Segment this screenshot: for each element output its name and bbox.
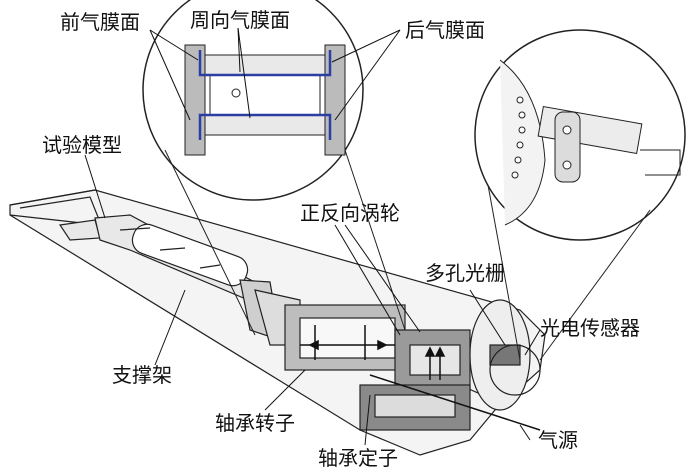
bearing-assembly <box>284 304 471 431</box>
detail-circle-bearing <box>142 0 406 336</box>
label-test-model: 试验模型 <box>42 133 122 157</box>
label-multi-hole-grating: 多孔光栅 <box>425 261 505 285</box>
label-bidirectional-turbine: 正反向涡轮 <box>300 201 400 225</box>
detail-circle-sensor <box>474 29 686 361</box>
label-photoelectric-sensor: 光电传感器 <box>540 316 640 340</box>
support-frame <box>58 214 301 346</box>
airflow-arrows <box>300 325 446 380</box>
label-bearing-rotor: 轴承转子 <box>215 411 295 435</box>
label-circumferential-membrane: 周向气膜面 <box>190 8 290 32</box>
label-front-membrane: 前气膜面 <box>60 10 140 34</box>
leader-lines <box>84 154 541 446</box>
label-support-frame: 支撑架 <box>112 363 172 387</box>
label-air-source: 气源 <box>538 428 578 452</box>
test-model-body <box>9 189 546 456</box>
air-source-line <box>369 374 541 431</box>
label-rear-membrane: 后气膜面 <box>405 18 485 42</box>
label-bearing-stator: 轴承定子 <box>318 446 398 470</box>
sensor-zoom-marker <box>489 344 541 396</box>
turbine-grating <box>469 299 531 411</box>
